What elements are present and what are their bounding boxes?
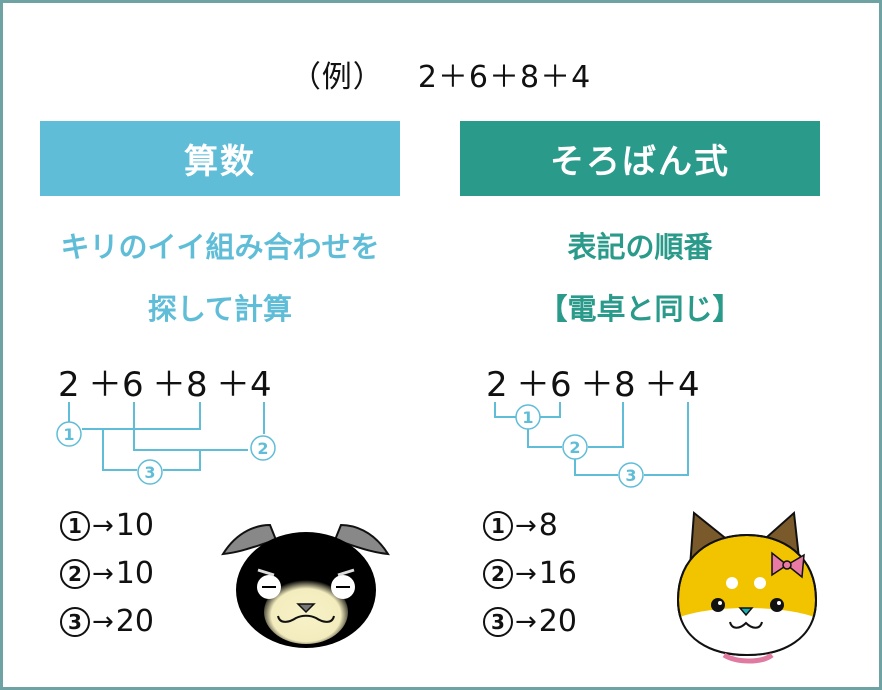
svg-text:3: 3 [144,463,155,482]
arrow-right-icon: → [92,559,114,589]
svg-text:1: 1 [63,425,74,444]
arithmetic-banner: 算数 [40,121,400,196]
example-label: （例） [290,60,384,95]
soroban-description: 表記の順番 【電卓と同じ】 [430,216,850,340]
step-marker-1 [56,421,276,485]
svg-text:1: 1 [522,408,533,427]
soroban-results: 1→8 2→16 3→20 [483,502,577,646]
arithmetic-desc-line2: 探して計算 [147,292,293,326]
svg-text:＋: ＋ [88,365,122,405]
arrow-right-icon: → [515,559,537,589]
arithmetic-desc-line1: キリのイイ組み合わせを [60,230,380,264]
example-title: （例） 2＋6＋8＋4 [0,52,882,96]
result-value: 8 [538,508,558,543]
example-expression: 2＋6＋8＋4 [417,60,592,95]
svg-text:8: 8 [186,365,208,405]
soroban-sequence-diagram: 2 ＋ 6 ＋ 8 ＋ 4 1 2 3 [486,365,700,488]
black-dog-mascot-icon [221,523,390,648]
arrow-right-icon: → [92,511,114,541]
result-value: 10 [115,508,154,543]
arithmetic-results: 1→10 2→10 3→20 [60,502,154,646]
result-row: 1→8 [483,502,577,550]
step-marker: 3 [60,607,90,637]
arrow-right-icon: → [515,607,537,637]
result-row: 1→10 [60,502,154,550]
svg-text:＋: ＋ [216,365,250,405]
result-value: 10 [115,556,154,591]
shiba-dog-mascot-icon [676,510,818,664]
svg-text:2: 2 [486,365,508,405]
svg-text:4: 4 [678,365,700,405]
svg-text:＋: ＋ [152,365,186,405]
pink-bow-icon [771,551,805,579]
result-row: 3→20 [483,598,577,646]
result-row: 2→16 [483,550,577,598]
svg-text:8: 8 [614,365,636,405]
result-row: 2→10 [60,550,154,598]
result-value: 20 [115,604,154,639]
arrow-right-icon: → [515,511,537,541]
svg-text:＋: ＋ [516,365,550,405]
step-marker: 2 [60,559,90,589]
step-marker: 3 [483,607,513,637]
arithmetic-grouping-diagram: 2 ＋ 6 ＋ 8 ＋ 4 1 2 3 [56,365,276,485]
arithmetic-description: キリのイイ組み合わせを 探して計算 [10,216,430,340]
soroban-desc-line2: 【電卓と同じ】 [538,292,742,326]
svg-text:6: 6 [550,365,572,405]
soroban-banner: そろばん式 [460,121,820,196]
step-marker: 2 [483,559,513,589]
svg-text:3: 3 [625,466,636,485]
svg-text:2: 2 [569,438,580,457]
arrow-right-icon: → [92,607,114,637]
result-value: 20 [538,604,577,639]
svg-text:4: 4 [250,365,272,405]
svg-text:6: 6 [122,365,144,405]
svg-text:＋: ＋ [580,365,614,405]
term: 2 [58,365,80,405]
result-value: 16 [538,556,577,591]
svg-text:2: 2 [257,439,268,458]
step-marker: 1 [60,511,90,541]
result-row: 3→20 [60,598,154,646]
svg-text:＋: ＋ [644,365,678,405]
step-marker: 1 [483,511,513,541]
soroban-desc-line1: 表記の順番 [567,230,713,264]
